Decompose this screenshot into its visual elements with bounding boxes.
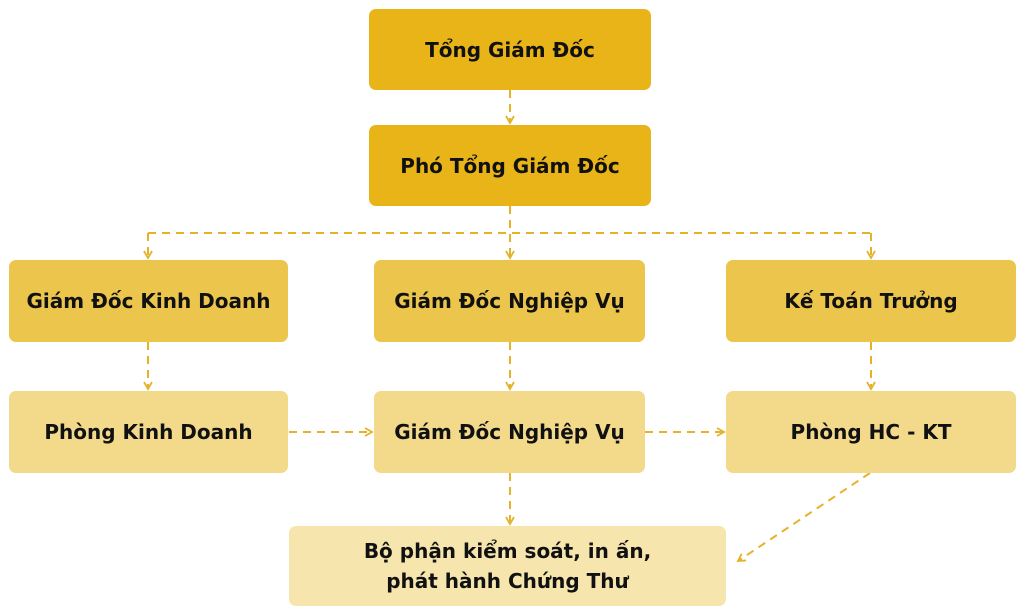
sales-department-label: Phòng Kinh Doanh (44, 420, 253, 444)
sales-director-box: Giám Đốc Kinh Doanh (9, 260, 288, 342)
chief-accountant-label: Kế Toán Trưởng (784, 289, 958, 313)
operations-unit-label: Giám Đốc Nghiệp Vụ (394, 420, 625, 444)
control-unit-box: Bộ phận kiểm soát, in ấn, phát hành Chứn… (289, 526, 726, 606)
operations-unit-box: Giám Đốc Nghiệp Vụ (374, 391, 645, 473)
control-unit-text: Bộ phận kiểm soát, in ấn, phát hành Chứn… (364, 536, 651, 596)
operations-director-box: Giám Đốc Nghiệp Vụ (374, 260, 645, 342)
operations-director-label: Giám Đốc Nghiệp Vụ (394, 289, 625, 313)
admin-accounting-label: Phòng HC - KT (790, 420, 952, 444)
control-unit-label-line2: phát hành Chứng Thư (386, 569, 629, 593)
ceo-box: Tổng Giám Đốc (369, 9, 651, 90)
sales-department-box: Phòng Kinh Doanh (9, 391, 288, 473)
sales-director-label: Giám Đốc Kinh Doanh (26, 289, 271, 313)
ceo-label: Tổng Giám Đốc (425, 37, 595, 62)
control-unit-label-line1: Bộ phận kiểm soát, in ấn, (363, 539, 652, 563)
admin-accounting-box: Phòng HC - KT (726, 391, 1016, 473)
deputy-ceo-box: Phó Tổng Giám Đốc (369, 125, 651, 206)
deputy-ceo-label: Phó Tổng Giám Đốc (400, 153, 620, 178)
connector-hc-to-control (736, 472, 871, 563)
chief-accountant-box: Kế Toán Trưởng (726, 260, 1016, 342)
